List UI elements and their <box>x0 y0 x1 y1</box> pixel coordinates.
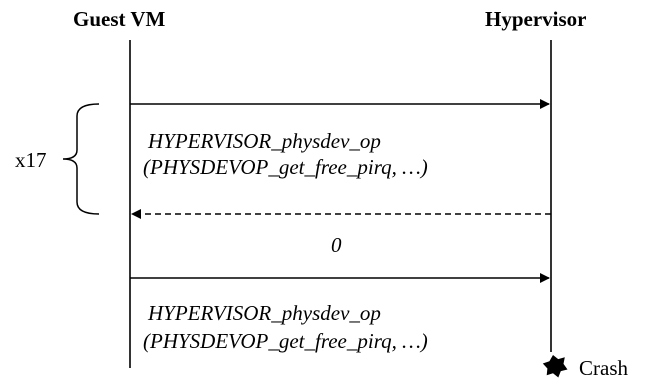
loop-brace <box>62 103 100 215</box>
hypervisor-header: Hypervisor <box>485 7 587 31</box>
second-call-line-2: (PHYSDEVOP_get_free_pirq, …) <box>143 329 428 353</box>
second-call-line-1: HYPERVISOR_physdev_op <box>148 301 381 325</box>
first-call-line-1: HYPERVISOR_physdev_op <box>148 129 381 153</box>
loop-count-label: x17 <box>15 148 47 172</box>
explosion-starburst-icon <box>542 355 568 378</box>
return-value-label: 0 <box>331 233 342 257</box>
first-call-line-2: (PHYSDEVOP_get_free_pirq, …) <box>143 155 428 179</box>
crash-label: Crash <box>579 356 628 380</box>
guest-vm-header: Guest VM <box>73 7 166 31</box>
